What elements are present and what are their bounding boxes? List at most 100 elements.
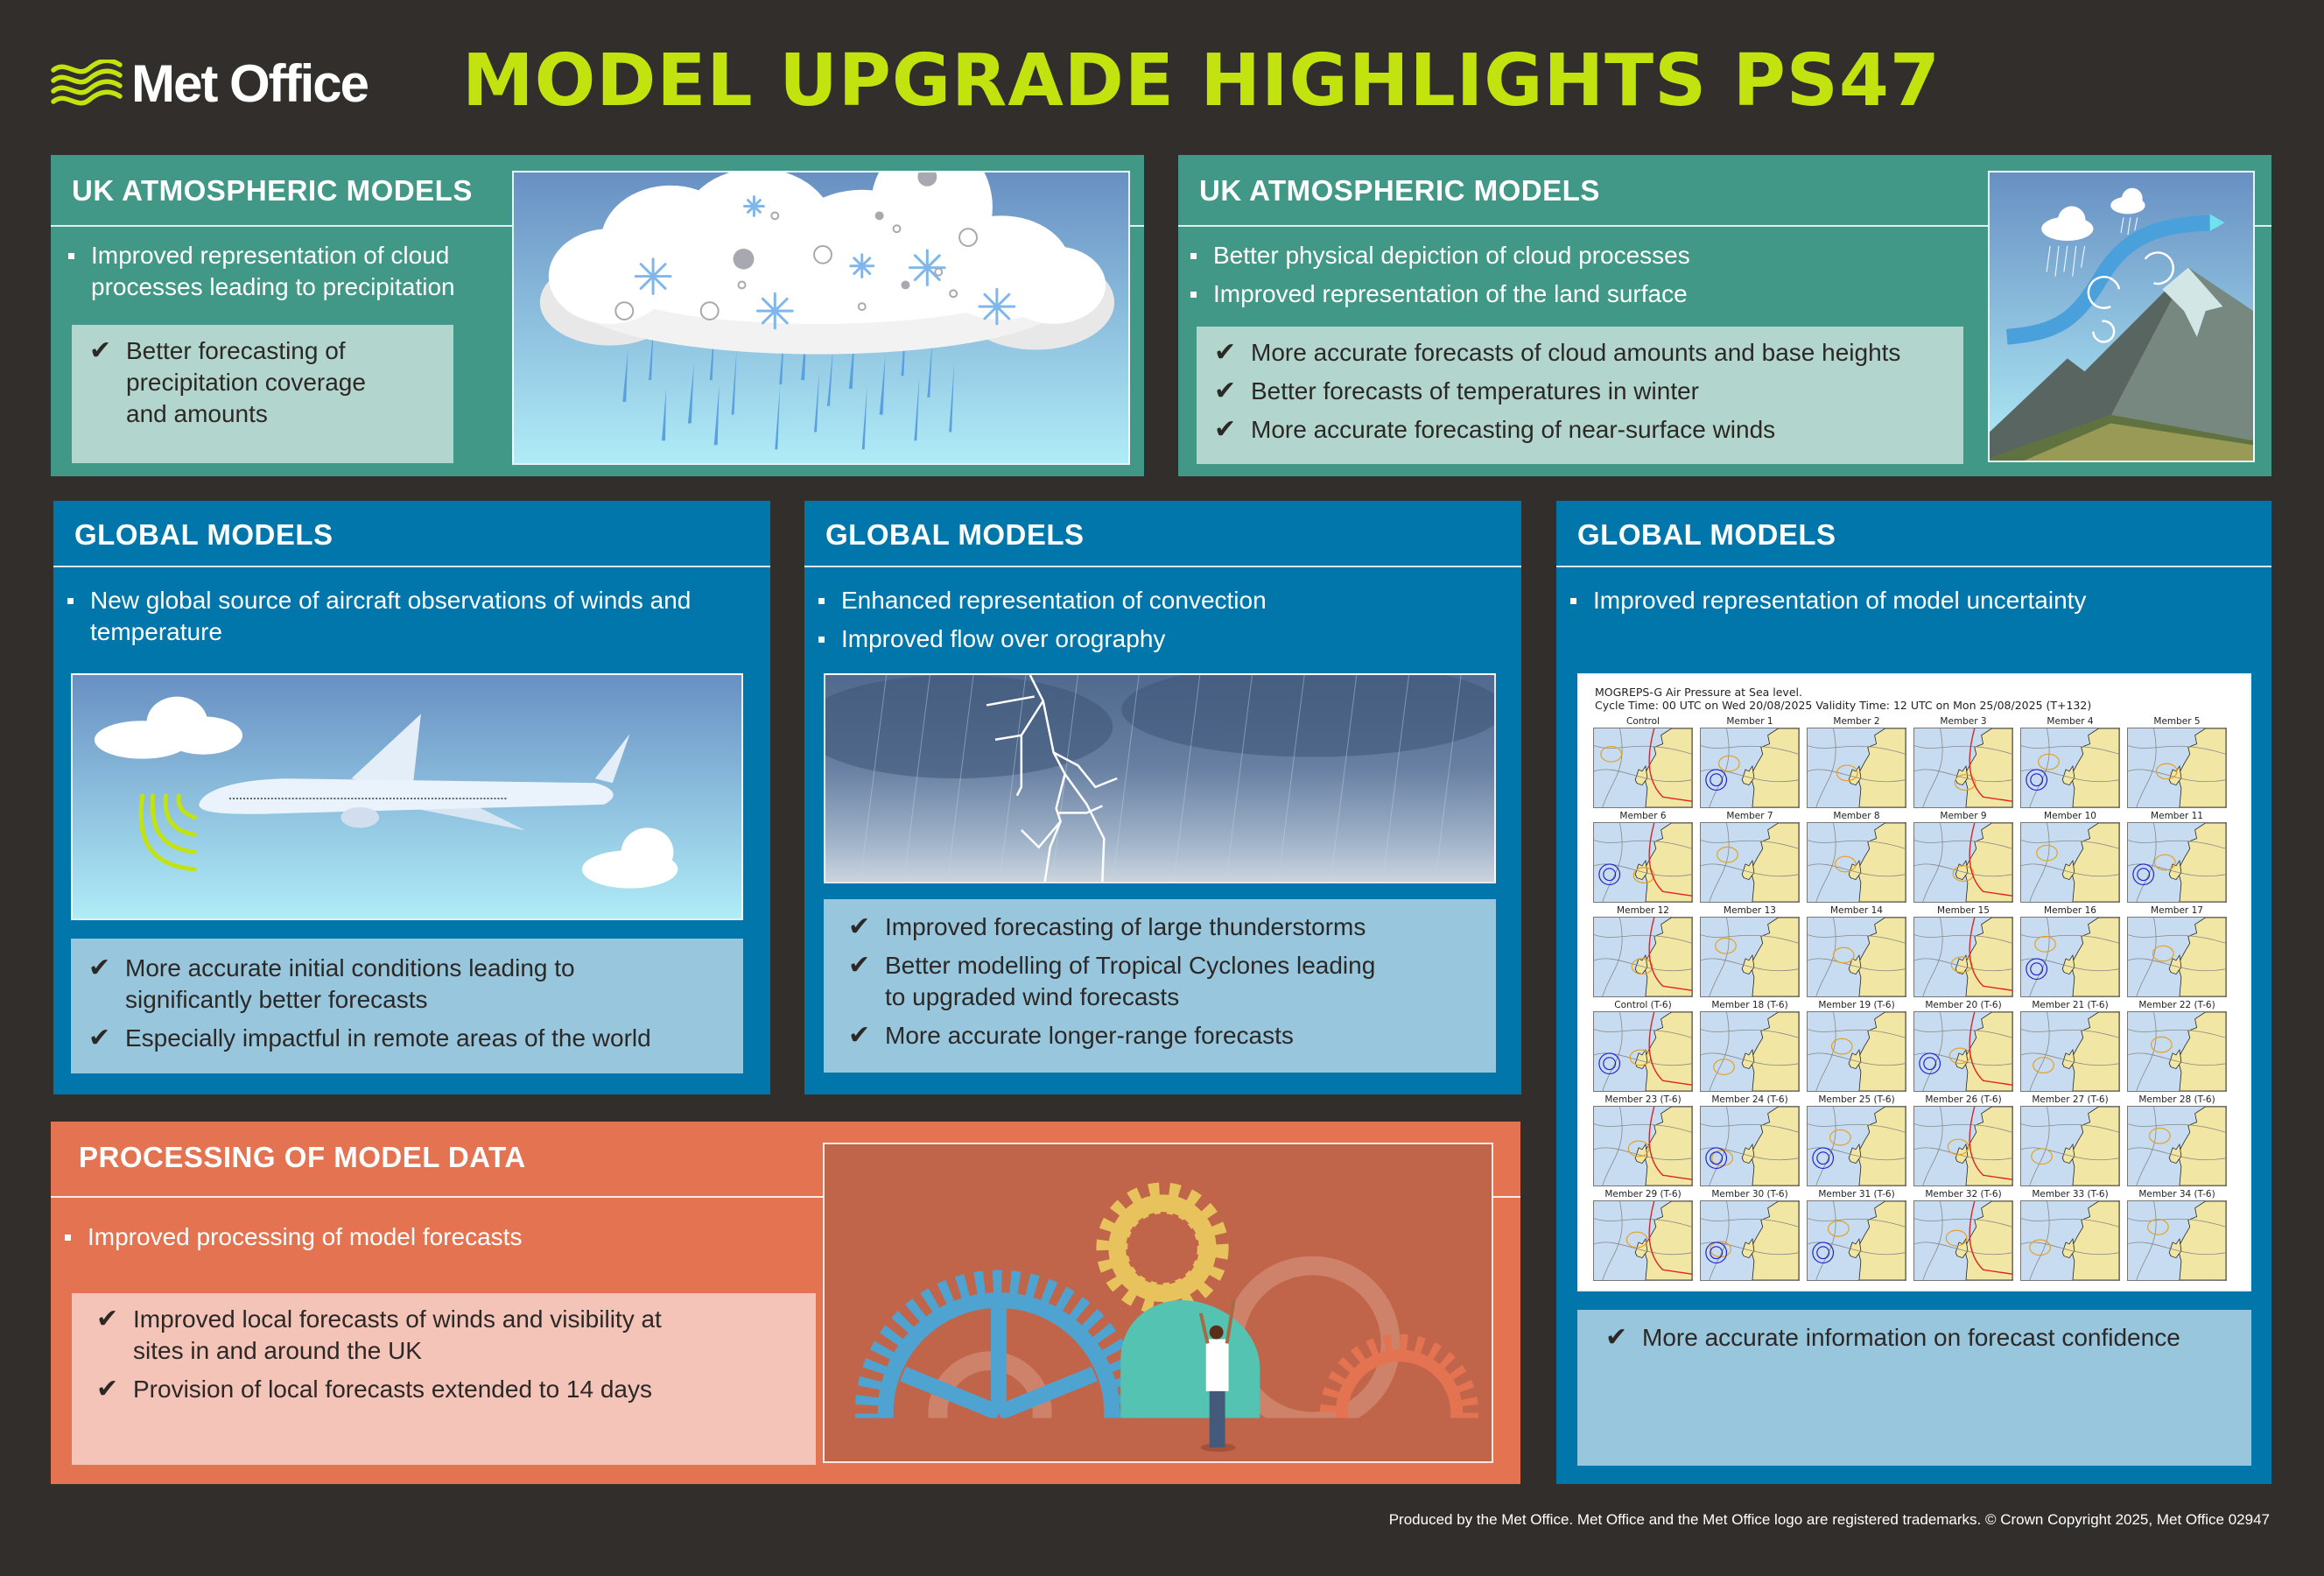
ensemble-member-map: Member 7 <box>1700 810 1800 904</box>
ensemble-member-label: Member 10 <box>2044 811 2096 821</box>
ensemble-member-map: Member 32 (T-6) <box>1913 1188 2013 1283</box>
benefit-item: ✔Provision of local forecasts extended t… <box>96 1375 653 1404</box>
ensemble-member-map: Member 15 <box>1913 904 2013 999</box>
ensemble-member-map: Member 21 (T-6) <box>2020 999 2120 1094</box>
pressure-map-thumbnail <box>2020 822 2120 903</box>
pressure-map-thumbnail <box>1807 728 1906 808</box>
ensemble-member-map: Member 34 (T-6) <box>2127 1188 2227 1283</box>
bullet-item: New global source of aircraft observatio… <box>66 585 731 648</box>
met-office-waves-icon <box>51 60 123 106</box>
benefit-item: ✔Better modelling of Tropical Cyclones l… <box>848 951 1376 1010</box>
ensemble-member-label: Member 31 (T-6) <box>1818 1189 1895 1200</box>
ensemble-member-label: Member 2 <box>1833 716 1880 727</box>
ensemble-member-label: Member 20 (T-6) <box>1925 1000 2002 1010</box>
pressure-map-thumbnail <box>1807 1011 1906 1092</box>
check-icon: ✔ <box>848 1021 871 1050</box>
ensemble-member-map: Member 19 (T-6) <box>1807 999 1906 1094</box>
ensemble-member-map: Member 33 (T-6) <box>2020 1188 2120 1283</box>
ensemble-member-map: Member 11 <box>2127 810 2227 904</box>
pressure-map-thumbnail <box>1913 822 2013 903</box>
ensemble-member-map: Member 2 <box>1807 715 1906 810</box>
illustration-cloud-snow-rain <box>512 171 1130 465</box>
check-icon: ✔ <box>1214 415 1237 444</box>
panel-uk-atmospheric-models-1: UK ATMOSPHERIC MODELS Improved represent… <box>51 155 1144 476</box>
panel-uk-atmospheric-models-2: UK ATMOSPHERIC MODELS Better physical de… <box>1178 155 2271 476</box>
benefits-box: ✔More accurate forecasts of cloud amount… <box>1197 327 1963 464</box>
mountain-airflow-icon <box>1990 187 2253 461</box>
ensemble-member-label: Member 28 (T-6) <box>2138 1094 2215 1105</box>
cloud-rain-snow-icon <box>539 172 1115 450</box>
ensemble-member-map: Member 20 (T-6) <box>1913 999 2013 1094</box>
pressure-map-thumbnail <box>2020 1106 2120 1186</box>
benefits-box: ✔Better forecasting of precipitation cov… <box>72 325 453 463</box>
ensemble-member-label: Member 25 (T-6) <box>1818 1094 1895 1105</box>
pressure-map-thumbnail <box>2127 1106 2227 1186</box>
bullet-item: Better physical depiction of cloud proce… <box>1189 240 1941 271</box>
ensemble-member-label: Member 22 (T-6) <box>2138 1000 2215 1010</box>
ensemble-member-label: Member 13 <box>1724 905 1776 916</box>
pressure-map-thumbnail <box>1593 917 1693 997</box>
ensemble-member-map: Member 29 (T-6) <box>1593 1188 1693 1283</box>
ensemble-member-map: Control (T-6) <box>1593 999 1693 1094</box>
ensemble-member-map: Member 16 <box>2020 904 2120 999</box>
pressure-map-thumbnail <box>1700 1011 1800 1092</box>
ensemble-member-map: Member 4 <box>2020 715 2120 810</box>
pressure-map-thumbnail <box>2020 1011 2120 1092</box>
ensemble-member-map: Member 25 (T-6) <box>1807 1094 1906 1188</box>
ensemble-member-label: Member 30 (T-6) <box>1711 1189 1788 1200</box>
bullet-item: Improved processing of model forecasts <box>63 1221 728 1253</box>
ensemble-member-map: Control <box>1593 715 1693 810</box>
illustration-thunderstorm <box>824 673 1496 883</box>
bullet-list: New global source of aircraft observatio… <box>66 585 731 655</box>
bullet-item: Improved representation of the land surf… <box>1189 278 1941 310</box>
ensemble-member-label: Member 21 (T-6) <box>2032 1000 2109 1010</box>
ensemble-member-map: Member 13 <box>1700 904 1800 999</box>
ensemble-member-label: Member 3 <box>1940 716 1987 727</box>
bullet-item: Improved representation of model uncerta… <box>1569 585 2234 616</box>
panel-heading: GLOBAL MODELS <box>1577 518 1836 551</box>
gears-icon <box>825 1182 1492 1461</box>
benefit-item: ✔Improved forecasting of large thunderst… <box>848 912 1366 941</box>
pressure-map-thumbnail <box>1593 1011 1693 1092</box>
ensemble-member-map: Member 27 (T-6) <box>2020 1094 2120 1188</box>
benefit-item: ✔More accurate information on forecast c… <box>1605 1323 2180 1352</box>
ensemble-member-map: Member 3 <box>1913 715 2013 810</box>
ensemble-member-label: Member 33 (T-6) <box>2032 1189 2109 1200</box>
ensemble-member-label: Member 23 (T-6) <box>1604 1094 1682 1105</box>
aircraft-icon <box>94 696 678 889</box>
ensemble-member-map: Member 1 <box>1700 715 1800 810</box>
ensemble-member-label: Member 16 <box>2044 905 2096 916</box>
pressure-map-thumbnail <box>2127 1200 2227 1281</box>
ensemble-member-label: Member 11 <box>2151 811 2203 821</box>
ensemble-member-label: Member 29 (T-6) <box>1604 1189 1682 1200</box>
ensemble-member-map: Member 10 <box>2020 810 2120 904</box>
bullet-list: Improved representation of cloud process… <box>67 240 522 310</box>
logo-wordmark: Met Office <box>131 54 369 113</box>
illustration-gears <box>823 1143 1493 1463</box>
pressure-map-thumbnail <box>2020 728 2120 808</box>
ensemble-member-label: Member 5 <box>2153 716 2201 727</box>
pressure-map-thumbnail <box>1913 917 2013 997</box>
panel-heading: GLOBAL MODELS <box>74 518 334 551</box>
benefits-box: ✔More accurate information on forecast c… <box>1577 1310 2251 1466</box>
check-icon: ✔ <box>848 951 871 980</box>
divider <box>1556 566 2271 567</box>
ensemble-member-map: Member 22 (T-6) <box>2127 999 2227 1094</box>
ensemble-member-label: Member 18 (T-6) <box>1711 1000 1788 1010</box>
panel-global-models-3: GLOBAL MODELS Improved representation of… <box>1556 501 2271 1484</box>
copyright-footer: Produced by the Met Office. Met Office a… <box>1388 1511 2270 1528</box>
panel-heading: GLOBAL MODELS <box>825 518 1085 551</box>
check-icon: ✔ <box>89 336 112 365</box>
check-icon: ✔ <box>88 953 111 982</box>
ensemble-member-label: Control <box>1626 716 1660 727</box>
benefit-item: ✔More accurate initial conditions leadin… <box>88 953 575 1013</box>
ensemble-member-label: Member 1 <box>1726 716 1773 727</box>
check-icon: ✔ <box>88 1024 111 1052</box>
bullet-item: Improved representation of cloud process… <box>67 240 522 303</box>
pressure-map-thumbnail <box>1807 1106 1906 1186</box>
mogreps-chart-title: MOGREPS-G Air Pressure at Sea level. Cyc… <box>1595 686 2092 712</box>
ensemble-member-map: Member 6 <box>1593 810 1693 904</box>
ensemble-member-map: Member 30 (T-6) <box>1700 1188 1800 1283</box>
bullet-list: Improved representation of model uncerta… <box>1569 585 2234 623</box>
